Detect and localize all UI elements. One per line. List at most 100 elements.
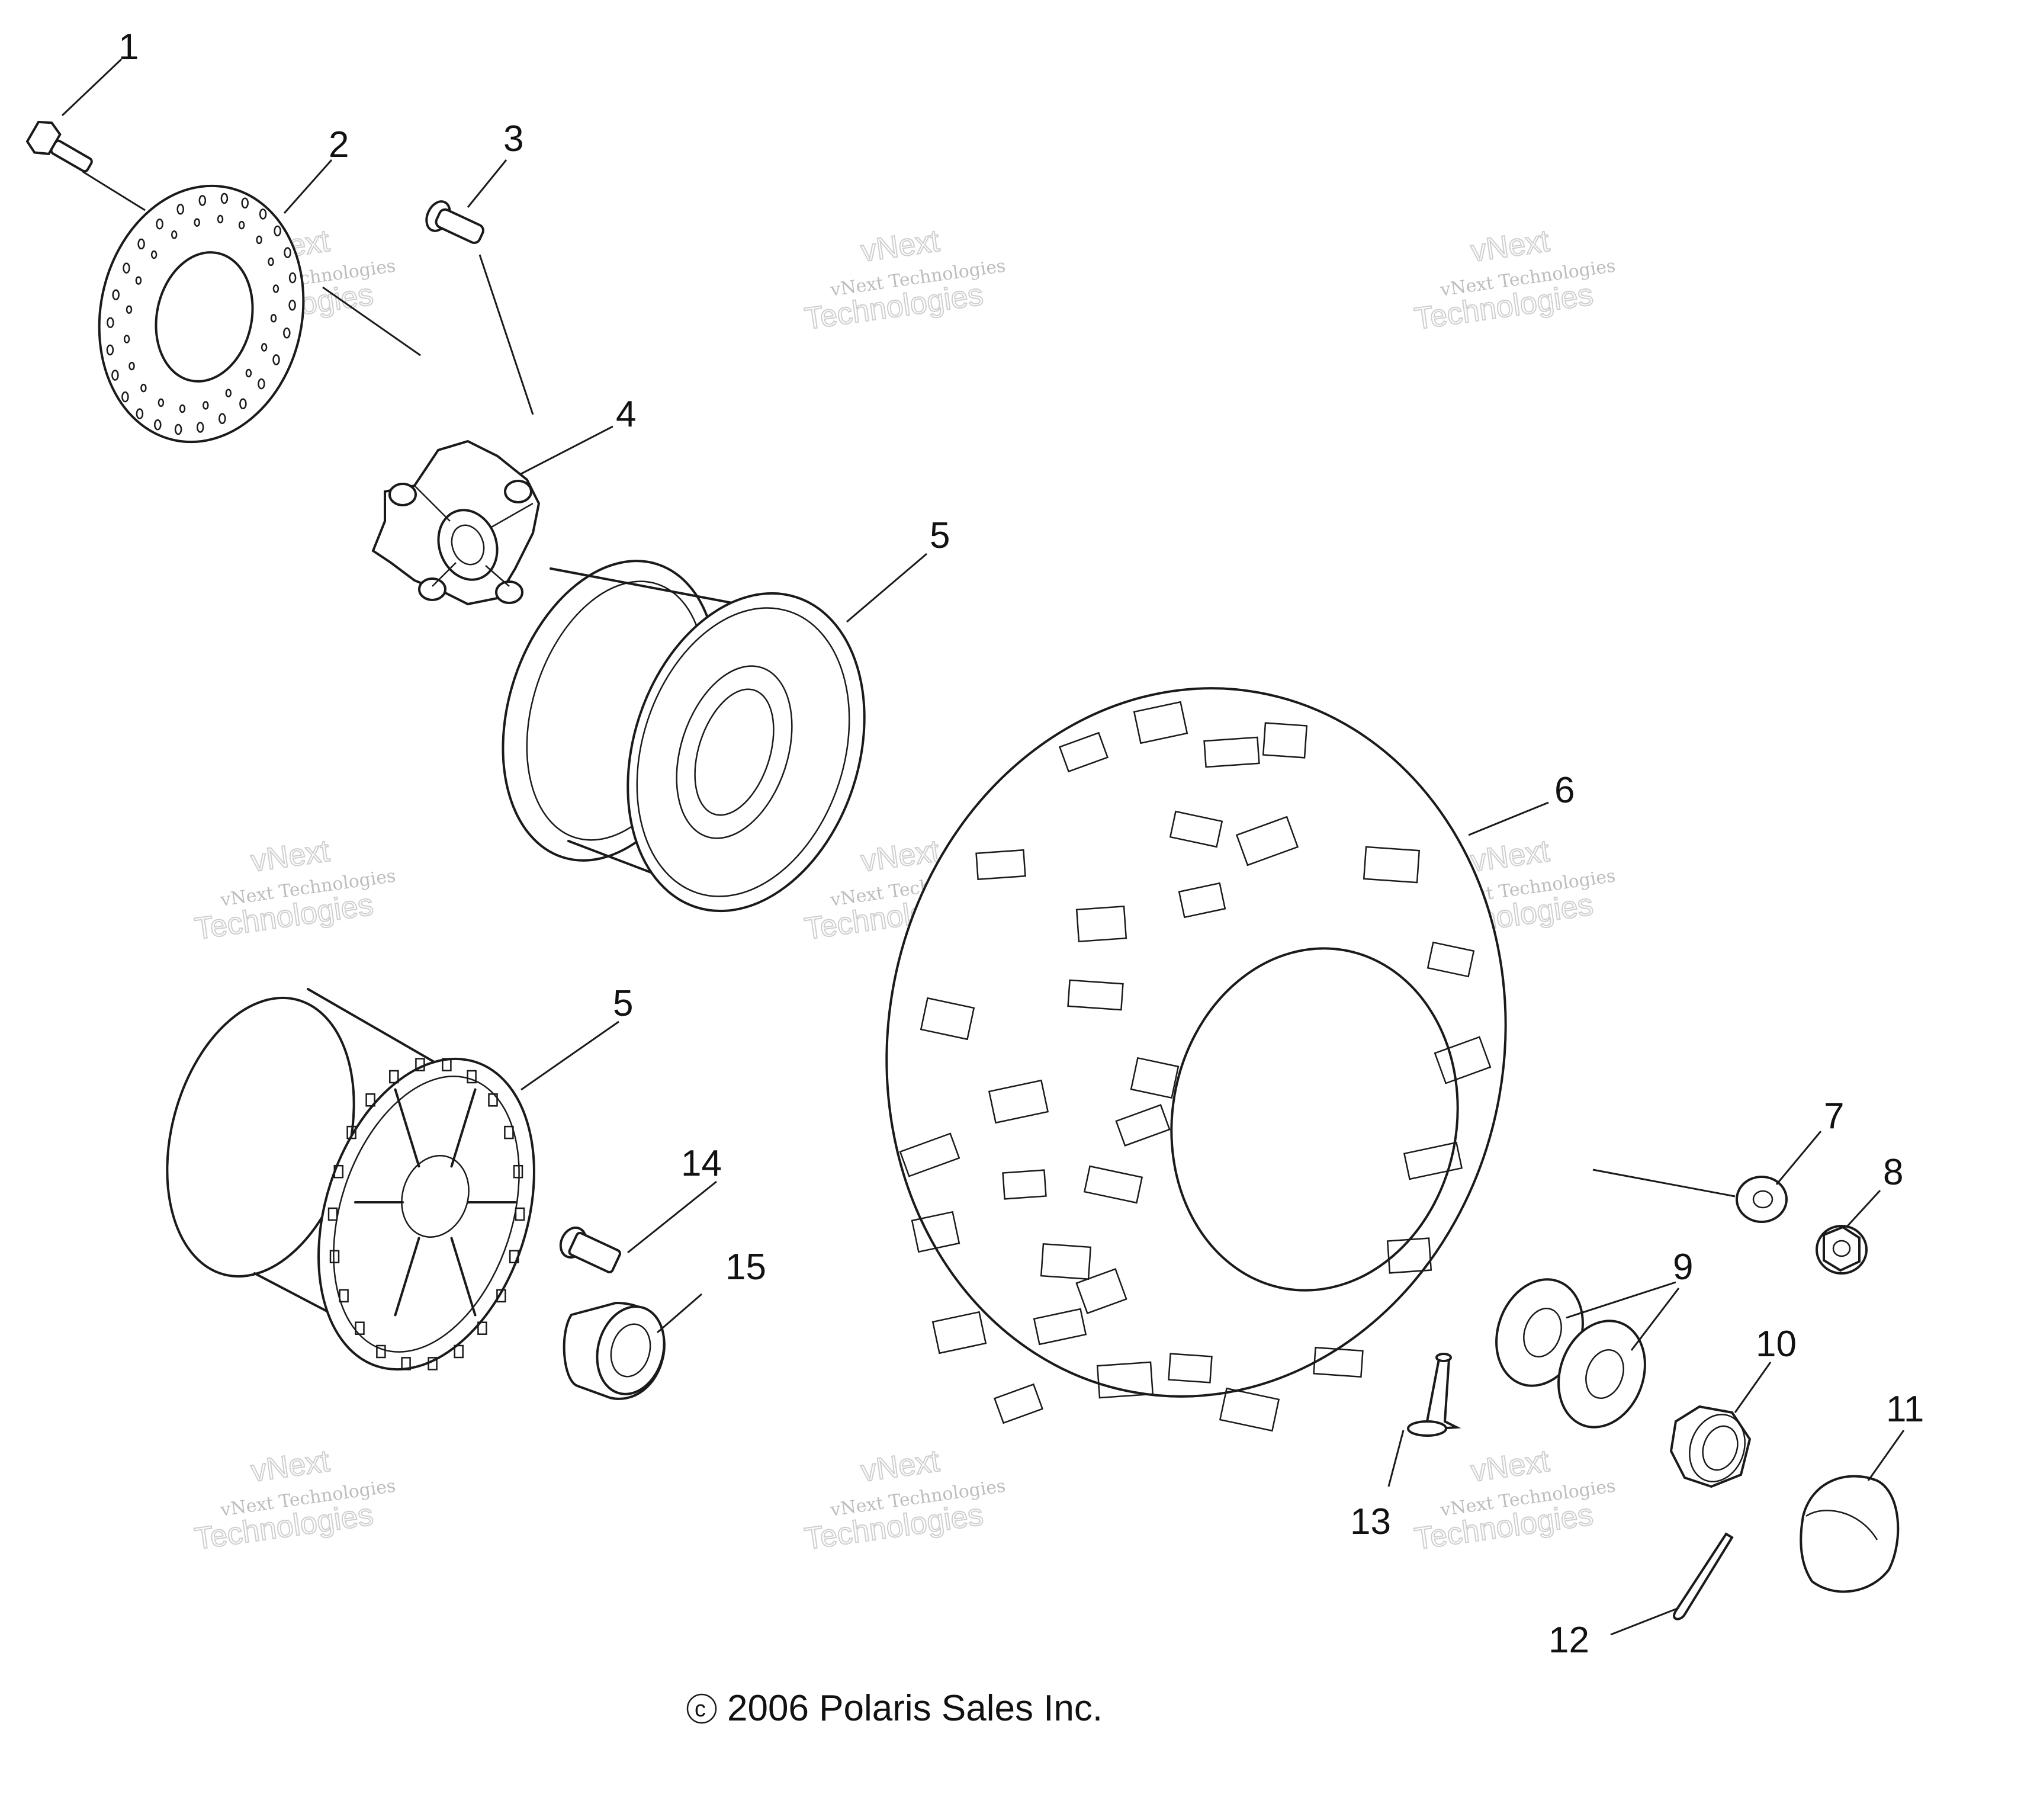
watermark-9: vNext vNext Technologies Technologies xyxy=(1412,1443,1617,1557)
disc-hole xyxy=(217,214,224,224)
callout-9: 9 xyxy=(1673,1247,1693,1288)
part-5-steel-wheel xyxy=(502,560,866,913)
disc-hole xyxy=(112,289,120,300)
copyright-text: 2006 Polaris Sales Inc. xyxy=(727,1688,1103,1729)
callout-12: 12 xyxy=(1548,1620,1589,1661)
disc-hole xyxy=(274,225,281,237)
watermark-3: vNext vNext Technologies Technologies xyxy=(1412,223,1617,337)
tire-tread-block xyxy=(1313,1346,1364,1378)
disc-hole xyxy=(270,314,277,323)
callout-15: 15 xyxy=(725,1247,766,1288)
svg-text:vNext: vNext xyxy=(859,1444,942,1489)
part-5-cast-wheel xyxy=(166,988,535,1371)
tire-tread-block xyxy=(1262,722,1308,759)
rim-bolt xyxy=(442,1058,452,1071)
disc-hole xyxy=(238,220,245,230)
rim-bolt xyxy=(327,1207,338,1221)
callout-6: 6 xyxy=(1554,770,1575,811)
tire-tread-block xyxy=(1067,979,1124,1011)
part-10-large-nut xyxy=(1669,1405,1752,1488)
disc-hole xyxy=(171,230,178,239)
disc-hole xyxy=(111,370,119,381)
disc-hole xyxy=(121,391,129,403)
svg-text:vNext: vNext xyxy=(859,224,942,269)
rim-bolt xyxy=(333,1164,344,1179)
disc-hole xyxy=(259,208,267,220)
part-8-nut xyxy=(1816,1225,1868,1275)
disc-hole xyxy=(106,344,114,356)
tire-tread-block xyxy=(1133,701,1188,744)
part-12-cotter-pin xyxy=(1673,1532,1734,1620)
leader-lines xyxy=(61,58,1905,1636)
svg-text:vNext: vNext xyxy=(1469,224,1551,269)
callout-14: 14 xyxy=(681,1143,722,1184)
tire-tread-block xyxy=(1040,1243,1092,1280)
rim-bolt xyxy=(504,1125,514,1139)
disc-hole xyxy=(288,300,296,311)
rim-bolt xyxy=(488,1093,498,1107)
rim-bolt xyxy=(513,1164,523,1179)
rim-bolt xyxy=(428,1357,438,1370)
rim-bolt xyxy=(401,1357,411,1370)
callout-8: 8 xyxy=(1883,1152,1903,1193)
disc-hole xyxy=(135,276,142,285)
disc-hole xyxy=(156,218,163,230)
rim-bolt xyxy=(329,1250,340,1264)
disc-hole xyxy=(288,272,297,284)
tire-tread-block xyxy=(1096,1361,1154,1399)
callout-3: 3 xyxy=(503,118,523,159)
wheel-spoke xyxy=(450,1237,477,1317)
rim-bolt xyxy=(467,1070,477,1084)
disc-hole xyxy=(272,354,280,365)
tire-tread-block xyxy=(1130,1057,1180,1099)
callout-7: 7 xyxy=(1824,1096,1844,1137)
tire-tread-block xyxy=(975,849,1026,881)
part-11-cap xyxy=(1800,1475,1900,1593)
tire-tread-block xyxy=(920,997,975,1041)
disc-hole xyxy=(123,262,130,274)
disc-hole xyxy=(194,218,200,227)
part-14-lug xyxy=(559,1226,621,1273)
callout-5-upper: 5 xyxy=(930,515,950,556)
tire-tread-block xyxy=(1075,905,1127,943)
disc-hole xyxy=(136,408,144,419)
wheel-spoke xyxy=(394,1088,420,1168)
disc-hole xyxy=(241,197,249,209)
tire-tread-block xyxy=(1168,1353,1213,1384)
disc-hole xyxy=(158,398,165,407)
disc-hole xyxy=(283,328,291,339)
rim-bolt xyxy=(346,1125,356,1139)
part-4-hub xyxy=(371,439,541,606)
disc-hole xyxy=(239,398,247,410)
disc-hole xyxy=(203,401,209,410)
tire-tread-block xyxy=(1235,816,1299,866)
part-2-brake-disc xyxy=(98,184,305,444)
disc-hole xyxy=(256,235,262,245)
disc-hole xyxy=(245,368,252,378)
svg-text:vNext: vNext xyxy=(859,834,942,879)
callout-13: 13 xyxy=(1350,1501,1391,1542)
tire-tread-block xyxy=(1203,736,1260,768)
callout-5-lower: 5 xyxy=(613,983,633,1024)
disc-hole xyxy=(258,378,265,390)
tire-tread-block xyxy=(1115,1104,1171,1147)
disc-hole xyxy=(123,335,130,344)
copyright-symbol: c xyxy=(695,1697,706,1722)
tire-tread-block xyxy=(931,1311,987,1354)
tire-tread-block xyxy=(1426,941,1475,978)
tire-tread-block xyxy=(1169,810,1223,848)
tire-tread-block xyxy=(1002,1169,1047,1200)
disc-hole xyxy=(268,257,274,267)
copyright: c 2006 Polaris Sales Inc. xyxy=(686,1688,1103,1729)
part-7-washer xyxy=(1736,1176,1788,1223)
part-6-tire xyxy=(885,687,1507,1432)
callout-1: 1 xyxy=(118,27,139,68)
disc-hole xyxy=(261,343,268,352)
tire-tread-block xyxy=(988,1079,1049,1124)
tire-tread-block xyxy=(1083,1165,1143,1204)
disc-hole xyxy=(219,413,226,425)
wheel-spoke xyxy=(394,1237,420,1317)
disc-hole xyxy=(174,423,182,435)
wheel-spoke xyxy=(450,1088,477,1168)
